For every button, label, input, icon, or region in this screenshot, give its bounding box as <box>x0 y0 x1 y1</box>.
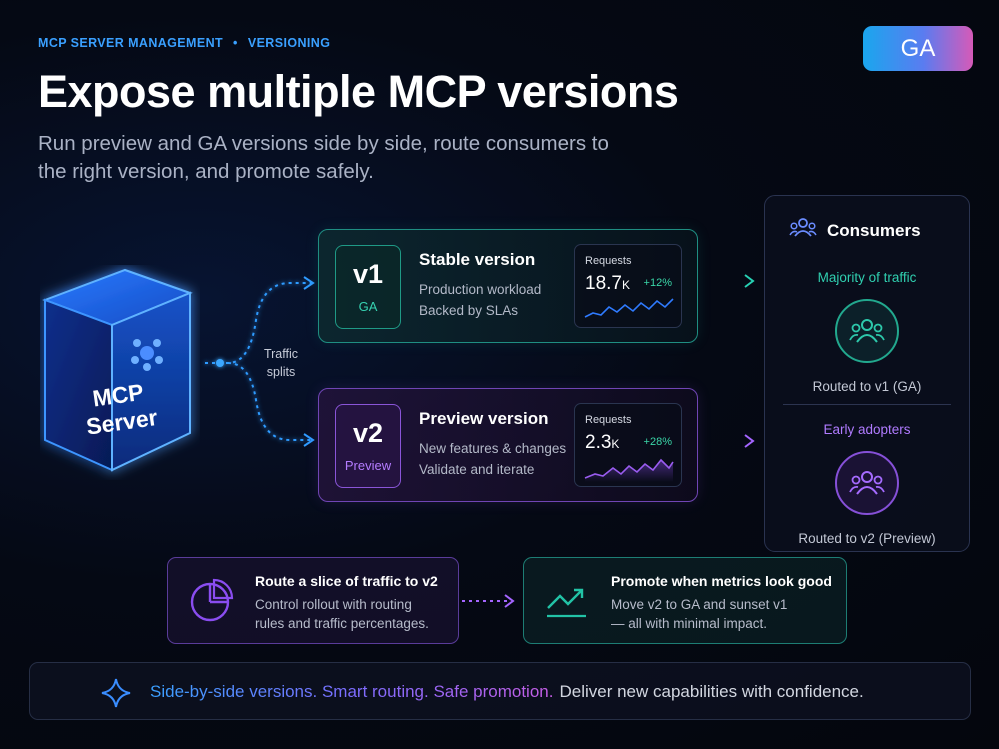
arrowhead-promote <box>504 594 515 608</box>
version-card-v1: v1 GA Stable version Production workload… <box>318 229 698 343</box>
people-icon <box>789 216 817 245</box>
consumer-group-route: Routed to v2 (Preview) <box>798 531 936 546</box>
version-description: Stable version Production workload Backe… <box>419 250 541 321</box>
arrowhead-v2 <box>303 433 315 447</box>
action-line: Move v2 to GA and sunset v1 <box>611 597 788 612</box>
version-description: Preview version New features & changes V… <box>419 409 566 480</box>
sparkline-v1 <box>584 298 674 318</box>
consumer-group-title: Majority of traffic <box>817 270 917 285</box>
consumer-group-route: Routed to v1 (GA) <box>812 379 922 394</box>
traffic-split-arrows <box>205 282 312 441</box>
ga-badge: GA <box>863 26 973 71</box>
footer-banner: Side-by-side versions. Smart routing. Sa… <box>29 662 971 720</box>
users-icon <box>835 451 899 515</box>
metric-label: Requests <box>585 255 632 267</box>
version-card-v2: v2 Preview Preview version New features … <box>318 388 698 502</box>
action-heading: Promote when metrics look good <box>611 573 832 589</box>
metric-value: 18.7K <box>585 273 630 294</box>
consumers-divider <box>783 404 951 405</box>
consumer-group-majority: Majority of traffic Routed to v1 (GA) <box>765 270 969 394</box>
version-heading: Stable version <box>419 250 536 269</box>
metric-change: +12% <box>643 277 672 289</box>
promote-text: Promote when metrics look good Move v2 t… <box>611 573 832 633</box>
arrowhead-consumers-v1 <box>744 274 755 288</box>
version-number: v2 <box>352 418 384 448</box>
sparkline-v2 <box>584 458 674 482</box>
eyebrow-section: MCP SERVER MANAGEMENT <box>38 36 224 50</box>
consumer-group-early-adopters: Early adopters Routed to v2 (Preview) <box>765 422 969 546</box>
footer-tagline: Deliver new capabilities with confidence… <box>559 682 864 701</box>
footer-text: Side-by-side versions. Smart routing. Sa… <box>150 682 864 702</box>
trend-up-icon <box>544 578 590 629</box>
requests-metric-v2: Requests 2.3K +28% <box>574 403 682 487</box>
requests-metric-v1: Requests 18.7K +12% <box>574 244 682 328</box>
action-line: Control rollout with routing <box>255 597 412 612</box>
action-line: rules and traffic percentages. <box>255 616 429 631</box>
action-heading: Route a slice of traffic to v2 <box>255 573 438 589</box>
consumers-title: Consumers <box>827 220 921 240</box>
version-line: Backed by SLAs <box>419 303 519 318</box>
eyebrow-topic: VERSIONING <box>247 36 331 50</box>
eyebrow-separator: • <box>233 36 238 50</box>
arrowhead-v1 <box>303 276 315 290</box>
eyebrow: MCP SERVER MANAGEMENT • VERSIONING <box>38 36 330 50</box>
version-badge-v2: v2 Preview <box>335 404 401 488</box>
network-icon <box>131 339 163 371</box>
footer-highlight: Side-by-side versions. Smart routing. Sa… <box>150 682 554 701</box>
version-tag: Preview <box>344 458 392 473</box>
consumers-panel: Consumers Majority of traffic Routed to … <box>764 195 970 552</box>
version-number: v1 <box>352 259 384 289</box>
metric-change: +28% <box>643 436 672 448</box>
mcp-server-cube <box>40 265 200 480</box>
page-title: Expose multiple MCP versions <box>38 66 679 117</box>
traffic-splits-label: Traffic splits <box>263 347 299 379</box>
route-traffic-card: Route a slice of traffic to v2 Control r… <box>167 557 459 644</box>
version-line: Validate and iterate <box>419 462 535 477</box>
page-subtitle: Run preview and GA versions side by side… <box>38 132 609 183</box>
sparkle-icon <box>100 677 132 714</box>
version-line: New features & changes <box>419 441 567 456</box>
action-line: — all with minimal impact. <box>611 616 768 631</box>
route-traffic-text: Route a slice of traffic to v2 Control r… <box>255 573 438 633</box>
promote-card: Promote when metrics look good Move v2 t… <box>523 557 847 644</box>
metric-value: 2.3K <box>585 432 620 453</box>
split-node-dot <box>216 359 224 367</box>
pie-chart-icon <box>188 578 234 629</box>
metric-label: Requests <box>585 414 632 426</box>
version-badge-v1: v1 GA <box>335 245 401 329</box>
arrowhead-consumers-v2 <box>744 434 755 448</box>
users-icon <box>835 299 899 363</box>
consumers-header: Consumers <box>789 216 921 245</box>
version-heading: Preview version <box>419 409 549 428</box>
consumer-group-title: Early adopters <box>823 422 911 437</box>
version-line: Production workload <box>419 282 542 297</box>
version-tag: GA <box>358 299 378 314</box>
